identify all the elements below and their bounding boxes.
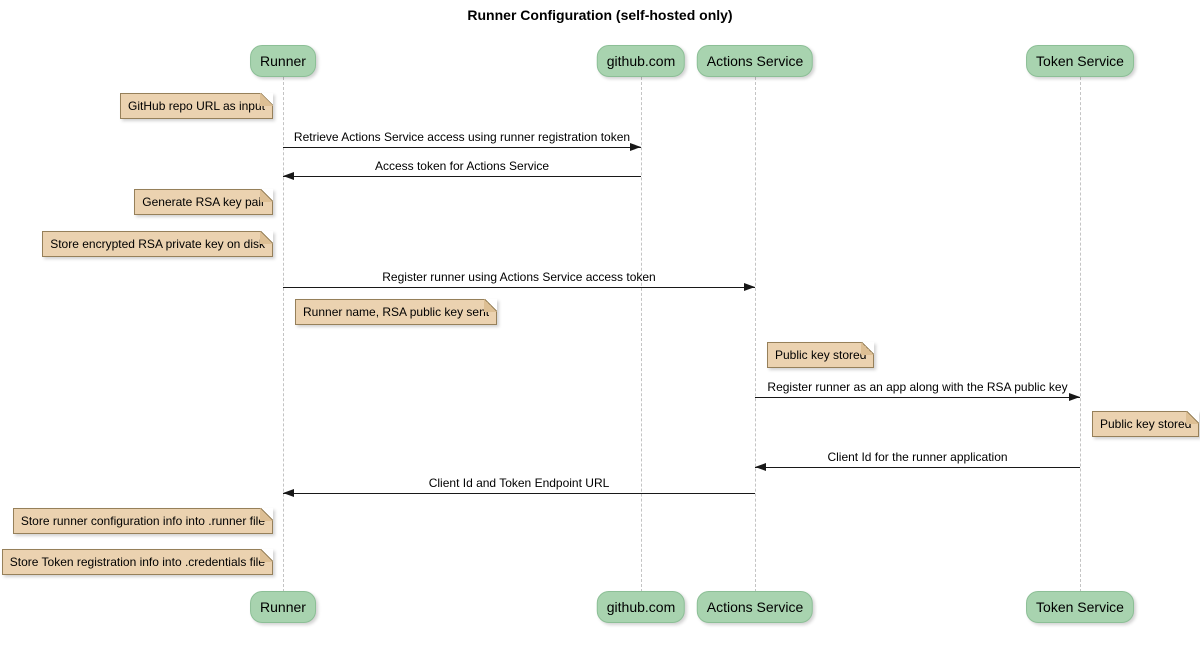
note-fold-corner-icon	[861, 342, 875, 355]
note-fold-corner-icon	[260, 231, 273, 244]
message-line	[755, 397, 1080, 398]
lifeline-token-service	[1080, 77, 1081, 592]
participant-top-runner: Runner	[250, 45, 316, 77]
message-arrowhead	[283, 489, 294, 497]
note: Generate RSA key pair	[134, 189, 273, 215]
note-text: Store Token registration info into .cred…	[9, 555, 265, 569]
message-line	[283, 287, 755, 288]
message-line	[283, 147, 641, 148]
participant-top-github-com: github.com	[596, 45, 686, 77]
message-arrowhead	[630, 143, 641, 151]
message-label: Access token for Actions Service	[374, 159, 550, 173]
note: Runner name, RSA public key sent	[295, 299, 498, 325]
message-label: Client Id and Token Endpoint URL	[428, 476, 610, 490]
note-text: Public key stored	[1100, 417, 1192, 431]
note: GitHub repo URL as input	[120, 93, 273, 119]
note-text: Runner name, RSA public key sent	[303, 305, 490, 319]
lifeline-runner	[283, 77, 284, 592]
message-line	[283, 493, 755, 494]
message-label: Register runner using Actions Service ac…	[382, 270, 656, 284]
participant-top-token-service: Token Service	[1026, 45, 1134, 77]
note-fold-corner-icon	[260, 508, 273, 521]
participant-bottom-runner: Runner	[250, 591, 316, 623]
note-text: Public key stored	[775, 348, 867, 362]
message-line	[283, 176, 641, 177]
note: Store runner configuration info into .ru…	[12, 508, 273, 534]
diagram-title: Runner Configuration (self-hosted only)	[467, 7, 733, 23]
lifeline-actions-service	[755, 77, 756, 592]
message-arrowhead	[755, 463, 766, 471]
message-label: Client Id for the runner application	[827, 450, 1008, 464]
note: Store Token registration info into .cred…	[1, 549, 273, 575]
participant-bottom-github-com: github.com	[596, 591, 686, 623]
message-arrowhead	[744, 283, 755, 291]
note-fold-corner-icon	[260, 549, 273, 562]
note: Store encrypted RSA private key on disk	[42, 231, 273, 257]
note-text: Store encrypted RSA private key on disk	[50, 237, 265, 251]
note-fold-corner-icon	[260, 189, 273, 202]
note-text: GitHub repo URL as input	[128, 99, 265, 113]
message-line	[755, 467, 1080, 468]
participant-bottom-token-service: Token Service	[1026, 591, 1134, 623]
lifeline-github-com	[641, 77, 642, 592]
note-fold-corner-icon	[1186, 411, 1200, 424]
message-label: Register runner as an app along with the…	[767, 380, 1068, 394]
message-arrowhead	[283, 172, 294, 180]
participant-bottom-actions-service: Actions Service	[696, 591, 814, 623]
participant-top-actions-service: Actions Service	[696, 45, 814, 77]
note-text: Store runner configuration info into .ru…	[20, 514, 265, 528]
note-fold-corner-icon	[484, 299, 498, 312]
message-label: Retrieve Actions Service access using ru…	[293, 130, 631, 144]
message-arrowhead	[1069, 393, 1080, 401]
note: Public key stored	[767, 342, 875, 368]
note: Public key stored	[1092, 411, 1200, 437]
note-text: Generate RSA key pair	[142, 195, 265, 209]
note-fold-corner-icon	[260, 93, 273, 106]
